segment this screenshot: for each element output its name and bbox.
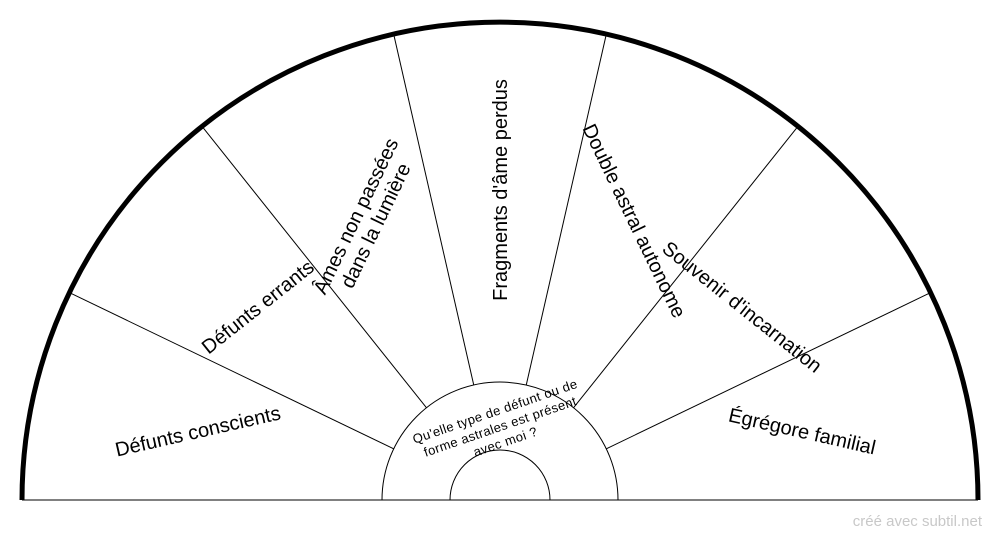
sector-label: Défunts conscients — [113, 402, 283, 461]
sector-divider — [201, 125, 427, 409]
sector-label: Défunts errants — [198, 256, 319, 358]
sector-divider — [393, 33, 475, 386]
sector-label: Double astral autonome — [578, 121, 690, 322]
sector-divider — [606, 292, 931, 450]
sector-label-line: Fragments d'âme perdus — [490, 79, 512, 301]
sector-divider — [525, 33, 607, 386]
sector-divider — [69, 292, 394, 450]
sector-divider — [573, 125, 799, 409]
sector-label-line: Égrégore familial — [726, 404, 877, 460]
question-text: Qu'elle type de défunt ou deforme astral… — [411, 376, 590, 477]
sector-label: Âmes non passéesdans la lumière — [309, 135, 423, 308]
center-hole-arc — [449, 449, 551, 501]
inner-arc — [381, 381, 619, 501]
center-question: Qu'elle type de défunt ou deforme astral… — [411, 376, 590, 477]
sector-label: Fragments d'âme perdus — [490, 79, 512, 301]
outer-arc — [19, 19, 981, 501]
sector-dividers — [69, 33, 931, 450]
sector-label-line: Double astral autonome — [578, 121, 690, 322]
sector-label: Égrégore familial — [726, 404, 877, 460]
credit-text: créé avec subtil.net — [852, 513, 982, 530]
sector-label-line: Défunts conscients — [113, 402, 283, 461]
sector-label-line: Défunts errants — [198, 256, 319, 358]
